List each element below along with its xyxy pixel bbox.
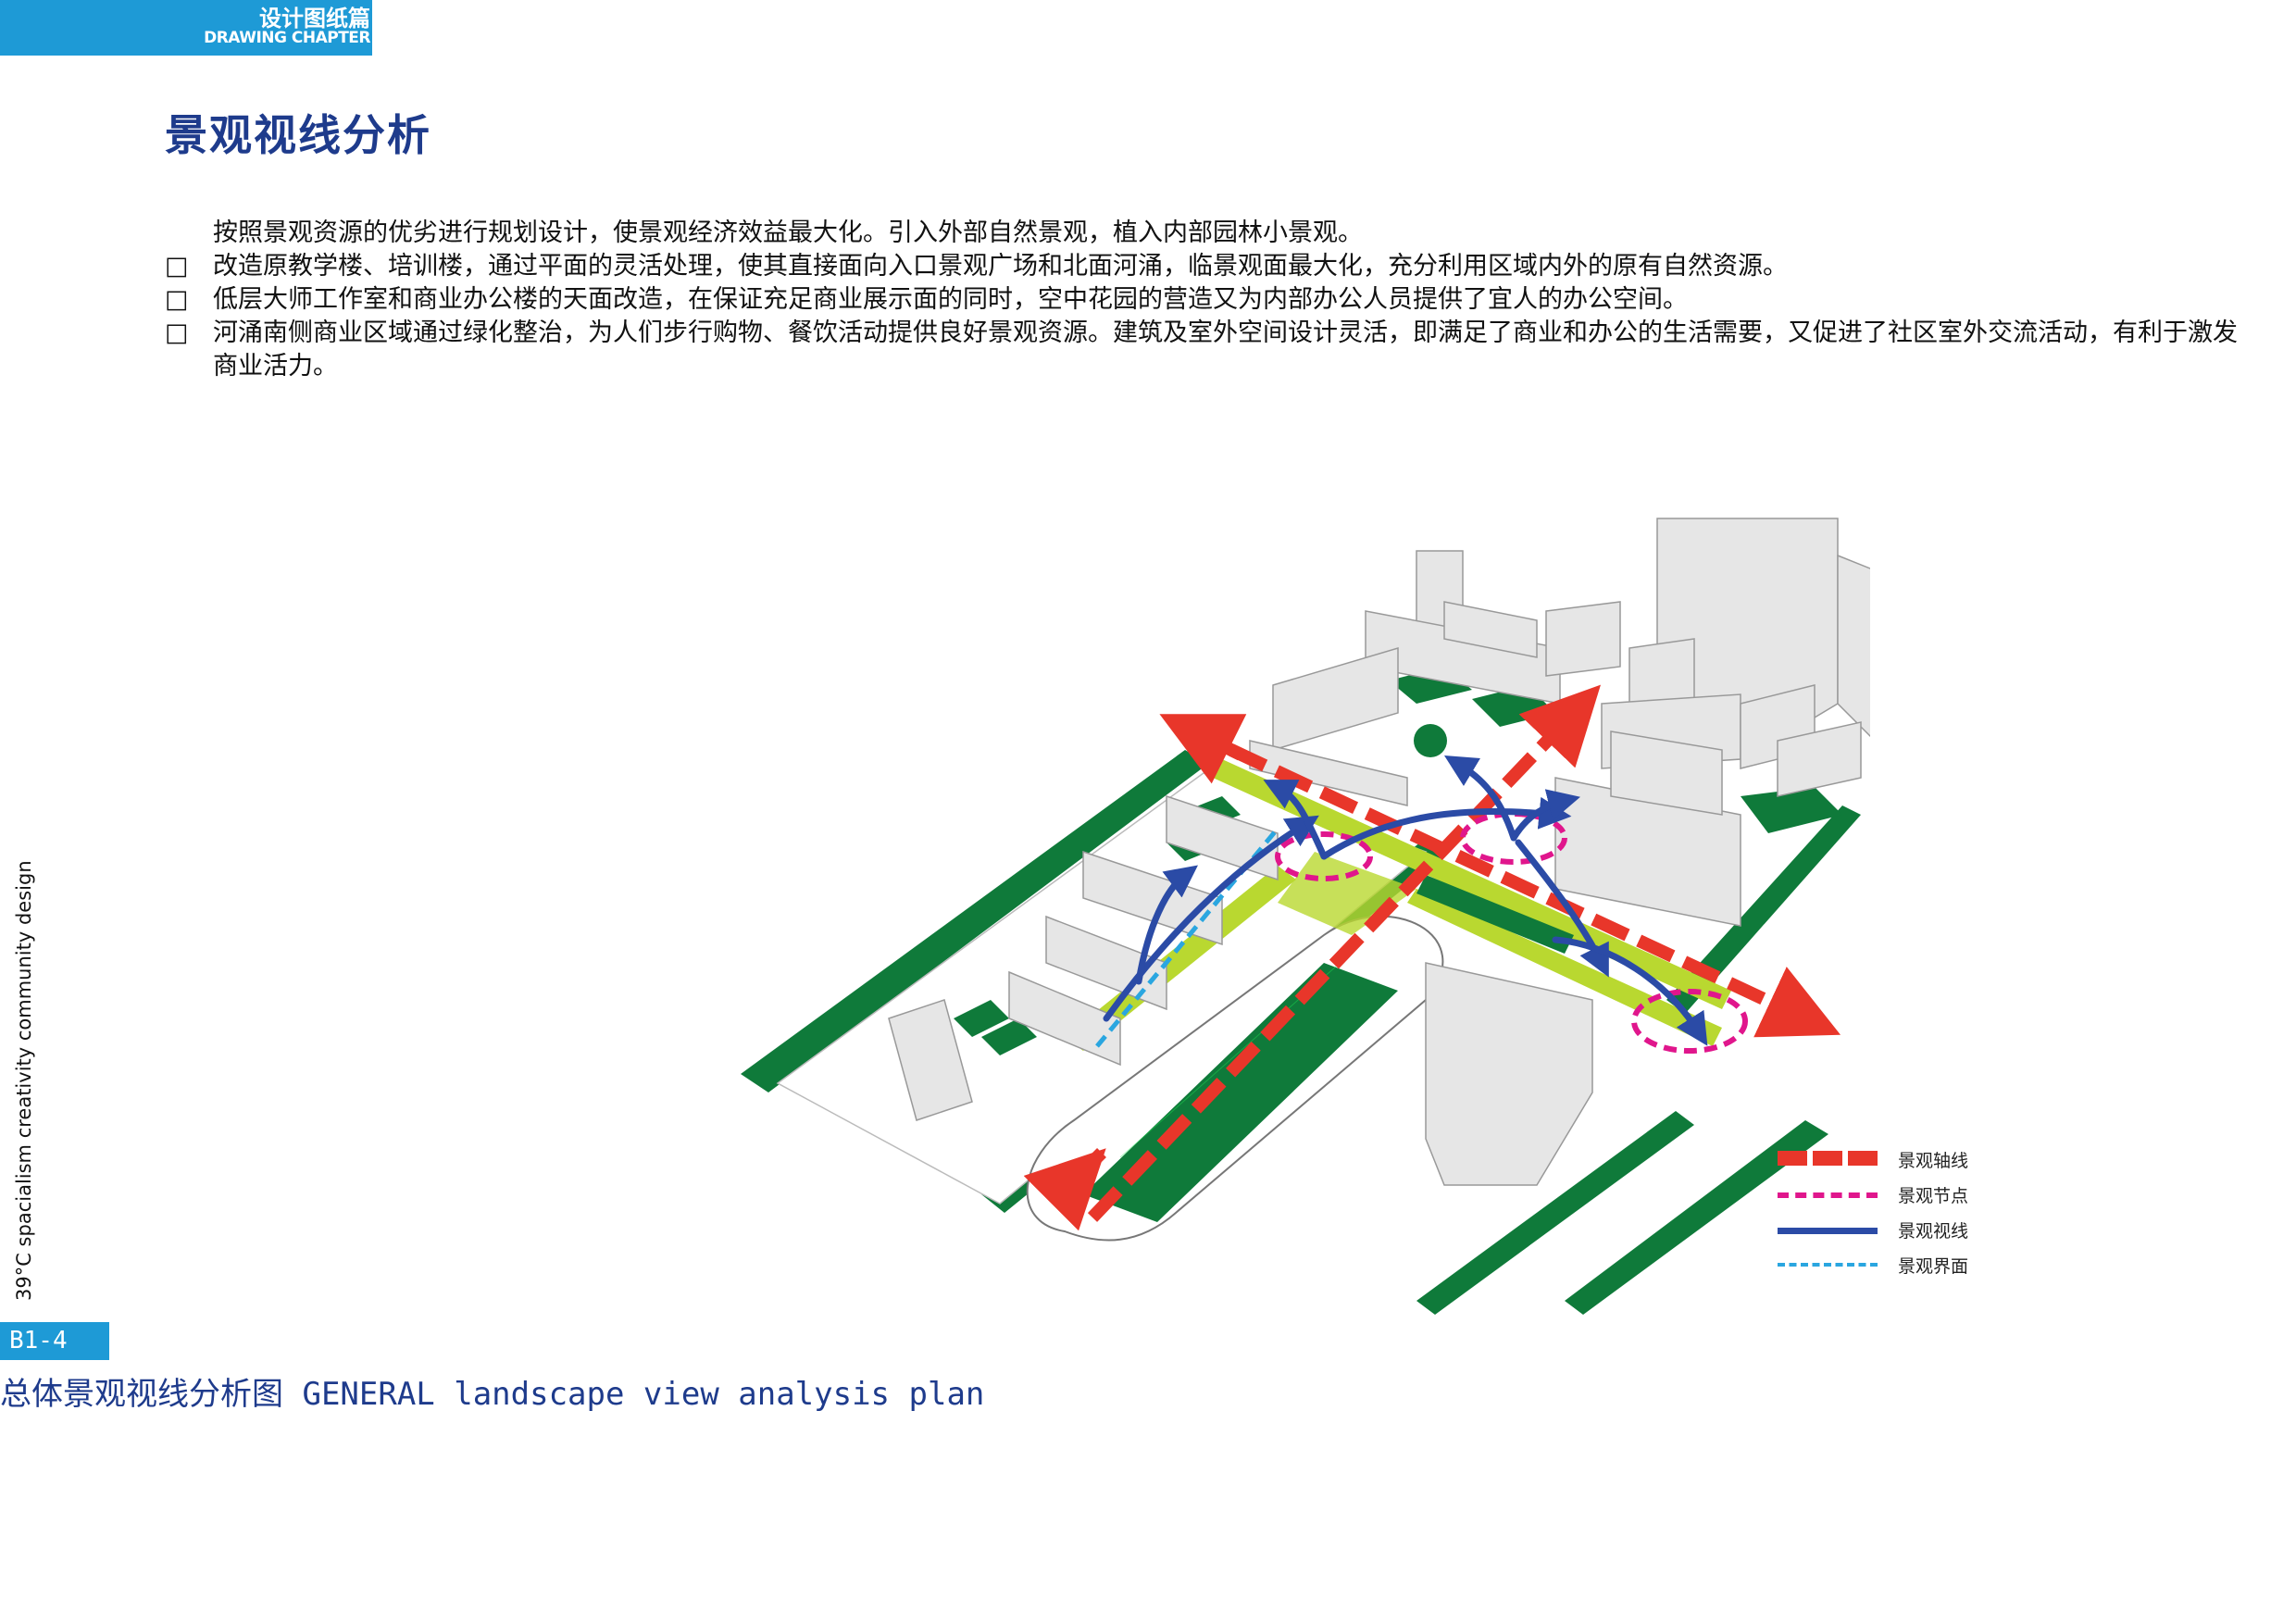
bullet-text: 河涌南侧商业区域通过绿化整治，为人们步行购物、餐饮活动提供良好景观资源。建筑及室… [213, 318, 2238, 381]
intro-bullet: □ 低层大师工作室和商业办公楼的天面改造，在保证充足商业展示面的同时，空中花园的… [165, 283, 2239, 317]
chapter-tab: 设计图纸篇 DRAWING CHAPTER [0, 0, 372, 56]
page-title: 景观视线分析 [165, 110, 431, 160]
bullet-mark: □ [165, 318, 189, 347]
legend-swatch-node [1778, 1192, 1878, 1198]
legend-swatch-interface [1778, 1263, 1878, 1267]
landscape-nodes [1275, 811, 1748, 1054]
buildings [888, 518, 1870, 1186]
figure-caption: 总体景观视线分析图 GENERAL landscape view analysi… [0, 1376, 985, 1413]
intro-text: 按照景观资源的优劣进行规划设计，使景观经济效益最大化。引入外部自然景观，植入内部… [165, 217, 2239, 383]
bullet-mark: □ [165, 252, 189, 281]
chapter-tab-subtitle: DRAWING CHAPTER [204, 29, 370, 47]
legend-item-node: 景观节点 [1778, 1180, 2018, 1216]
bullet-mark: □ [165, 285, 189, 314]
bullet-text: 低层大师工作室和商业办公楼的天面改造，在保证充足商业展示面的同时，空中花园的营造… [213, 285, 1688, 314]
legend-label: 景观视线 [1898, 1221, 1969, 1242]
site-analysis-diagram [741, 518, 1870, 1315]
legend-item-interface: 景观界面 [1778, 1251, 2018, 1286]
legend-swatch-axis [1778, 1151, 1878, 1166]
intro-bullet: □ 河涌南侧商业区域通过绿化整治，为人们步行购物、餐饮活动提供良好景观资源。建筑… [165, 317, 2239, 383]
legend-swatch-sightline [1778, 1228, 1878, 1234]
bullet-text: 改造原教学楼、培训楼，通过平面的灵活处理，使其直接面向入口景观广场和北面河涌，临… [213, 252, 1788, 281]
figure-code-badge: B1-4 [0, 1322, 109, 1360]
legend-item-sightline: 景观视线 [1778, 1216, 2018, 1251]
intro-lead: 按照景观资源的优劣进行规划设计，使景观经济效益最大化。引入外部自然景观，植入内部… [213, 218, 1363, 247]
landscape-sightlines [1103, 755, 1708, 1046]
sports-field [1026, 915, 1444, 1242]
legend-label: 景观界面 [1898, 1256, 1969, 1277]
side-vertical-text: 39°C spacialism creativity community des… [13, 860, 35, 1301]
legend-label: 景观轴线 [1898, 1151, 1969, 1171]
intro-bullet: □ 改造原教学楼、培训楼，通过平面的灵活处理，使其直接面向入口景观广场和北面河涌… [165, 250, 2239, 283]
legend-item-axis: 景观轴线 [1778, 1145, 2018, 1180]
chapter-tab-title: 设计图纸篇 [259, 6, 370, 31]
legend-label: 景观节点 [1898, 1186, 1969, 1206]
diagram-legend: 景观轴线 景观节点 景观视线 景观界面 [1778, 1145, 2018, 1286]
